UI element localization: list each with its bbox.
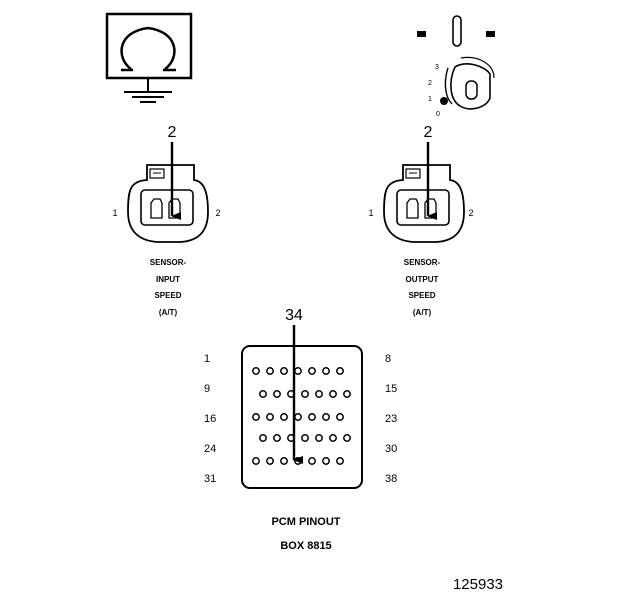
pcm-pin-cavity [252, 457, 260, 465]
pcm-connector: 34 1 9 16 24 31 8 15 23 30 38 PCM PINOUT… [204, 307, 397, 552]
sensor-output-pin-1: 1 [368, 208, 373, 218]
pcm-row-label-left-1: 1 [204, 353, 210, 365]
key-position-0: 0 [436, 111, 440, 118]
pcm-pin-cavity [294, 413, 302, 421]
pcm-title-line-2: BOX 8815 [280, 540, 331, 552]
pcm-pin-cavity [259, 390, 267, 398]
pcm-row-label-left-5: 31 [204, 473, 216, 485]
pcm-title-line-1: PCM PINOUT [271, 516, 340, 528]
sensor-output-label-2: OUTPUT [406, 275, 439, 284]
pcm-pin-cavity [336, 457, 344, 465]
pcm-pin-cavity [336, 413, 344, 421]
pcm-pin-cavity [266, 367, 274, 375]
pcm-row-label-right-1: 8 [385, 353, 391, 365]
pcm-pin-cavity [280, 367, 288, 375]
key-position-3: 3 [435, 64, 439, 71]
pcm-pin-cavity [266, 413, 274, 421]
sensor-output-label-4: (A/T) [413, 308, 432, 317]
figure-number: 125933 [453, 576, 503, 593]
sensor-input-label-1: SENSOR- [150, 258, 187, 267]
pcm-pin-cavity [343, 390, 351, 398]
pcm-row-label-left-3: 16 [204, 413, 216, 425]
pcm-pin-cavity [266, 457, 274, 465]
key-position-2: 2 [428, 80, 432, 87]
pcm-pin-cavity [273, 390, 281, 398]
pcm-pin-callout: 34 [285, 307, 303, 324]
pcm-row-label-left-2: 9 [204, 383, 210, 395]
sensor-input-pin-callout: 2 [168, 124, 177, 141]
pcm-pin-cavity [315, 390, 323, 398]
pcm-pin-cavity [308, 367, 316, 375]
pcm-pin-cavity [252, 367, 260, 375]
pcm-pin-cavity [322, 367, 330, 375]
pcm-row-label-right-4: 30 [385, 443, 397, 455]
sensor-input-label-4: (A/T) [159, 308, 178, 317]
pcm-pin-cavity [343, 434, 351, 442]
ground-monitor-icon [105, 12, 193, 103]
sensor-output-label-1: SENSOR- [404, 258, 441, 267]
pcm-pin-cavity [280, 413, 288, 421]
sensor-output-label-3: SPEED [408, 291, 435, 300]
pcm-pin-cavity [329, 390, 337, 398]
pcm-pin-cavity [329, 434, 337, 442]
pcm-pin-cavity [308, 457, 316, 465]
key-position-1: 1 [428, 96, 432, 103]
pcm-pin-grid [252, 367, 351, 465]
sensor-input-connector: 2 1 2 SENSOR- INPUT SPEED (A/T) [112, 124, 220, 317]
pcm-pin-cavity [301, 390, 309, 398]
sensor-input-label-3: SPEED [154, 291, 181, 300]
pcm-pin-cavity [294, 457, 302, 465]
pcm-row-label-right-5: 38 [385, 473, 397, 485]
pcm-pin-cavity [322, 413, 330, 421]
sensor-input-pin-2: 2 [215, 208, 220, 218]
sensor-input-label-2: INPUT [156, 275, 180, 284]
sensor-output-connector: 2 1 2 SENSOR- OUTPUT SPEED (A/T) [368, 124, 473, 317]
pcm-pin-cavity [322, 457, 330, 465]
pcm-row-label-left-4: 24 [204, 443, 216, 455]
sensor-input-pin-1: 1 [112, 208, 117, 218]
pcm-pin-cavity [308, 413, 316, 421]
pcm-pin-cavity [294, 367, 302, 375]
pcm-pin-cavity [301, 434, 309, 442]
pcm-pin-cavity [280, 457, 288, 465]
sensor-output-pin-2: 2 [468, 208, 473, 218]
ignition-key-icon: 3 2 1 0 [417, 15, 495, 118]
pcm-pin-cavity [336, 367, 344, 375]
pcm-pin-cavity [315, 434, 323, 442]
pcm-pin-cavity [273, 434, 281, 442]
sensor-output-pin-callout: 2 [424, 124, 433, 141]
pcm-row-label-right-2: 15 [385, 383, 397, 395]
pcm-row-label-right-3: 23 [385, 413, 397, 425]
pcm-pin-cavity [259, 434, 267, 442]
pcm-pin-cavity [252, 413, 260, 421]
